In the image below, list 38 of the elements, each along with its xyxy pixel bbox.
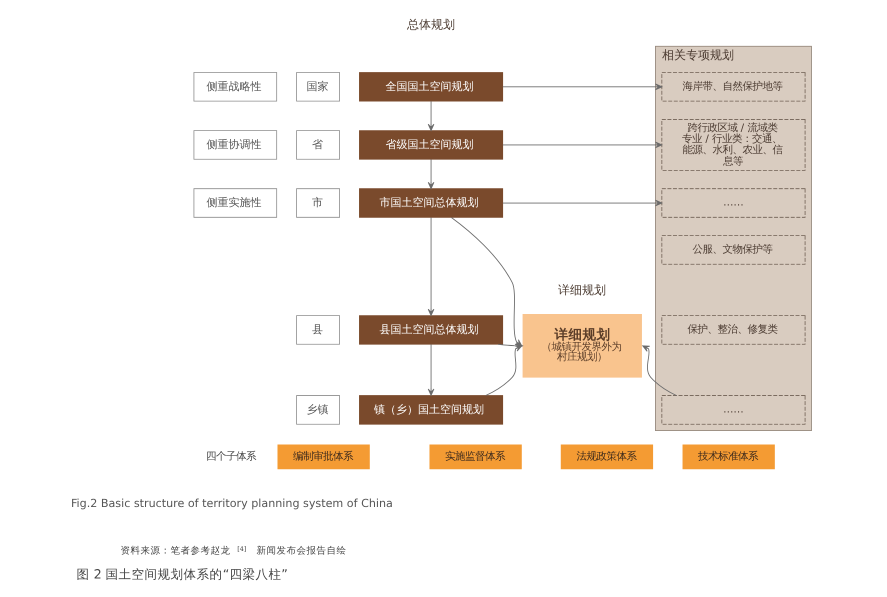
- node-box: 侧重协调性: [193, 130, 277, 160]
- node-box: 市: [296, 188, 340, 218]
- node-box: 技术标准体系: [682, 444, 774, 470]
- arrow: [427, 158, 434, 190]
- arrow: [427, 100, 434, 131]
- node-box: 跨行政区域 / 流域类 专业 / 行业类：交通、能源、水利、农业、信息等: [660, 119, 805, 171]
- node-box: 编制审批体系: [276, 444, 370, 470]
- node-box: 县: [296, 315, 340, 345]
- node-label: 详细规划: [557, 283, 606, 298]
- node-box: 详细规划 （城镇开发界外为村庄规划）: [522, 314, 642, 378]
- node-box: 省: [296, 130, 340, 160]
- node-box: 法规政策体系: [560, 444, 653, 470]
- node-box: 县国土空间总体规划: [358, 315, 503, 345]
- node-box: 侧重战略性: [193, 72, 277, 102]
- node-box: 公服、文物保护等: [660, 235, 805, 265]
- arrow: [642, 345, 676, 396]
- arrow: [502, 84, 662, 90]
- arrow: [502, 200, 662, 206]
- node-box: 镇（乡）国土空间规划: [358, 395, 503, 425]
- node-box: 国家: [296, 72, 340, 102]
- arrow: [427, 217, 434, 316]
- label: Fig.2 Basic structure of territory planning system of China: [70, 496, 392, 510]
- arrow: [484, 345, 522, 396]
- node-box: ……: [660, 188, 805, 218]
- node-box: 保护、整治、修复类: [660, 315, 805, 345]
- node-box: 海岸带、自然保护地等: [660, 72, 805, 102]
- label: 四个子体系: [205, 450, 256, 463]
- node-box: 全国国土空间规划: [358, 72, 503, 102]
- node-box: 侧重实施性: [193, 188, 277, 218]
- node-box: 省级国土空间规划: [358, 130, 503, 160]
- node-box: 实施监督体系: [428, 444, 522, 470]
- label: 总体规划: [406, 17, 454, 32]
- caption: 图 2 国土空间规划体系的“四梁八柱”: [76, 567, 288, 582]
- arrow: [502, 142, 662, 148]
- node-box: 乡镇: [296, 395, 340, 425]
- node-box: ……: [660, 395, 805, 425]
- node-box: 市国土空间总体规划: [358, 188, 503, 218]
- arrow: [427, 344, 434, 396]
